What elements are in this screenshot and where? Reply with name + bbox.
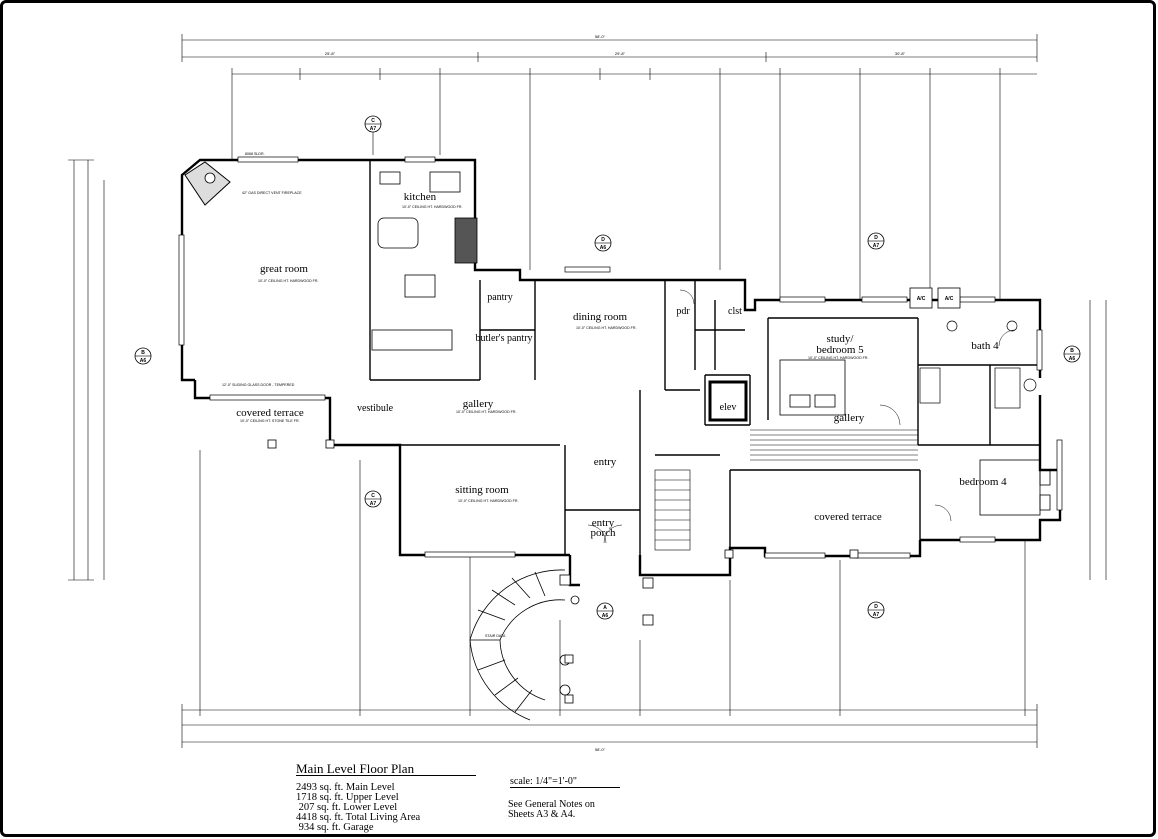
area-row: 4418 sq. ft. Total Living Area — [296, 812, 421, 823]
dim-seg-mid: 29'-8" — [615, 51, 626, 56]
room-label-clst: clst — [728, 306, 742, 317]
general-notes-line-1: See General Notes on — [508, 799, 595, 810]
room-label-pantry: pantry — [487, 292, 513, 303]
area-row: 934 sq. ft. Garage — [296, 822, 374, 833]
room-label-covered-terrace-left: covered terrace — [236, 407, 304, 419]
windows — [178, 156, 1063, 559]
area-row: 2493 sq. ft. Main Level — [296, 782, 395, 793]
room-label-entry: entry — [594, 456, 617, 468]
note-study-ceiling: 10'-0" CEILING HT. HARDWOOD FR. — [808, 356, 868, 360]
section-tag-a-bottom — [596, 602, 614, 620]
ac-units — [909, 287, 961, 309]
note-great-ceiling: 10'-0" CEILING HT. HARDWOOD FR. — [258, 279, 318, 283]
room-label-kitchen: kitchen — [404, 191, 437, 203]
note-slider-left: 12'-0" SLIDING GLASS DOOR - TEMPERED — [222, 383, 295, 387]
section-tag-c-bottom-sheet: A7 — [370, 501, 377, 507]
note-kitchen-ceiling: 10'-0" CEILING HT. HARDWOOD FR. — [402, 205, 462, 209]
elevator — [708, 380, 748, 422]
section-tag-b-right — [1063, 345, 1081, 363]
dim-seg-right: 30'-8" — [895, 51, 906, 56]
room-label-bedroom5: bedroom 5 — [816, 344, 864, 356]
room-label-bath4: bath 4 — [971, 340, 999, 352]
dimension-lines — [68, 34, 1107, 748]
room-label-butlers-pantry: butler's pantry — [475, 333, 532, 344]
bath-fixtures — [919, 320, 1037, 409]
main-stair — [654, 469, 691, 551]
plan-title: Main Level Floor Plan — [296, 762, 476, 776]
section-tag-b-left-letter: B — [141, 350, 145, 356]
ac-label-2: A/C — [945, 296, 954, 302]
gallery-hatch — [750, 429, 918, 461]
kitchen-fixtures — [371, 171, 478, 351]
area-row: 1718 sq. ft. Upper Level — [296, 792, 399, 803]
section-tag-d-bottom-letter: D — [874, 604, 878, 610]
room-label-gallery-right: gallery — [834, 412, 865, 424]
ac-label-1: A/C — [917, 296, 926, 302]
section-tag-c-top-sheet: A7 — [370, 126, 377, 132]
note-stair-data: STAIR DATA — [485, 634, 506, 638]
room-label-pdr: pdr — [676, 306, 690, 317]
section-tag-d-right-letter: D — [874, 235, 878, 241]
spiral-stair — [469, 569, 580, 721]
section-tag-c-top — [364, 115, 382, 155]
note-slider-top: 8068 SLDR. — [245, 152, 265, 156]
note-sitting-ceiling: 10'-0" CEILING HT. HARDWOOD FR. — [458, 499, 518, 503]
plan-scale: scale: 1/4"=1'-0" — [510, 777, 620, 788]
section-tag-d-right — [867, 232, 885, 250]
note-terrace-ceiling: 10'-0" CEILING HT. STONE TILE FR. — [240, 419, 300, 423]
title-block: Main Level Floor Plan scale: 1/4"=1'-0" … — [296, 762, 636, 834]
fireplace-vent-icon — [204, 172, 216, 184]
bed-bedroom4 — [979, 459, 1051, 516]
section-tag-a-bottom-sheet: A6 — [602, 613, 609, 619]
area-row: 207 sq. ft. Lower Level — [296, 802, 398, 813]
section-tag-d-right-sheet: A7 — [873, 243, 880, 249]
section-tag-d-mid-sheet: A6 — [600, 245, 607, 251]
dim-seg-left: 25'-8" — [325, 51, 336, 56]
room-label-dining-room: dining room — [573, 311, 628, 323]
floor-plan-drawing: 58'-0" 25'-8" 29'-8" 30'-8" 58'-0" — [68, 34, 1107, 752]
note-gallery-ceiling: 10'-0" CEILING HT. HARDWOOD FR. — [456, 410, 516, 414]
section-tag-b-left-sheet: A6 — [140, 358, 147, 364]
section-tag-d-mid-letter: D — [601, 237, 605, 243]
dim-overall-top: 58'-0" — [595, 34, 606, 39]
general-notes: See General Notes on Sheets A3 & A4. — [508, 800, 648, 820]
room-label-sitting-room: sitting room — [455, 484, 509, 496]
section-tag-a-bottom-letter: A — [603, 605, 607, 611]
room-label-study: study/ — [827, 333, 855, 345]
area-list: 2493 sq. ft. Main Level 1718 sq. ft. Upp… — [296, 782, 496, 833]
bed-study — [779, 359, 846, 416]
section-tag-c-bottom — [364, 490, 382, 508]
section-tag-d-mid — [594, 234, 612, 252]
door-swings — [587, 289, 1016, 544]
section-tag-d-bottom-sheet: A7 — [873, 612, 880, 618]
room-label-entry-porch-2: porch — [590, 527, 616, 539]
fireplace — [184, 161, 231, 206]
section-tag-b-right-sheet: A6 — [1069, 356, 1076, 362]
room-label-bedroom4: bedroom 4 — [959, 476, 1007, 488]
room-label-elev: elev — [720, 402, 737, 413]
section-tag-b-right-letter: B — [1070, 348, 1074, 354]
interior-walls — [369, 160, 1040, 555]
note-dining-ceiling: 10'-0" CEILING HT. HARDWOOD FR. — [576, 326, 636, 330]
section-tag-b-left — [134, 347, 152, 365]
porch-columns — [267, 439, 859, 704]
dim-overall-bottom: 58'-0" — [595, 747, 606, 752]
general-notes-line-2: Sheets A3 & A4. — [508, 809, 576, 820]
room-label-great-room: great room — [260, 263, 308, 275]
room-label-covered-terrace-right: covered terrace — [814, 511, 882, 523]
section-tag-c-top-letter: C — [371, 118, 375, 124]
room-label-gallery-left: gallery — [463, 398, 494, 410]
section-tag-c-bottom-letter: C — [371, 493, 375, 499]
note-fireplace: 42" GAS DIRECT VENT FIREPLACE — [242, 191, 302, 195]
exterior-walls — [180, 158, 1062, 587]
section-tag-d-bottom — [867, 601, 885, 619]
room-label-vestibule: vestibule — [357, 403, 394, 414]
room-label-entry-porch-1: entry — [592, 517, 615, 529]
